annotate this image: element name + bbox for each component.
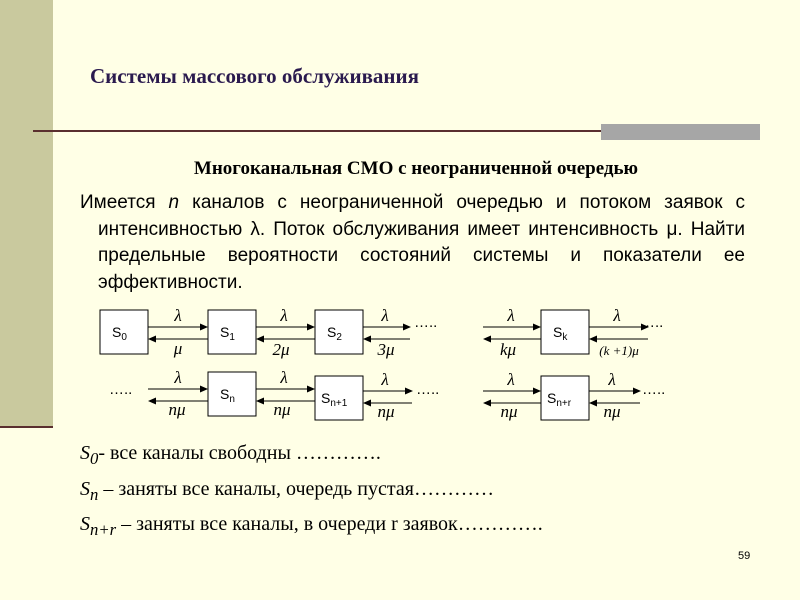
rate-s2-in: 3μ bbox=[376, 340, 394, 359]
state-sn1-label: Sn+1 bbox=[321, 390, 348, 409]
rate-sn1-out: λ bbox=[380, 370, 388, 389]
rate-s1-s2: λ bbox=[279, 306, 287, 325]
rate-sk-out: λ bbox=[612, 306, 620, 325]
note-subscript: 0 bbox=[90, 449, 99, 468]
state-s1-box bbox=[207, 309, 257, 355]
para-text-2: каналов с неограниченной очередью и пото… bbox=[98, 192, 746, 240]
ellipsis-after-sn1: ….. bbox=[416, 381, 439, 398]
rate-s1-s0: μ bbox=[173, 339, 183, 358]
ellipsis-before-sn: ….. bbox=[109, 381, 132, 398]
state-sn-box bbox=[207, 371, 257, 417]
rate-in-sk: λ bbox=[506, 306, 514, 325]
state-sn1-box bbox=[314, 375, 364, 421]
page-number: 59 bbox=[738, 550, 751, 562]
ellipsis-after-s2: ….. bbox=[414, 314, 437, 331]
problem-statement: Имеется n каналов с неограниченной очере… bbox=[80, 190, 746, 296]
state-sk-box bbox=[540, 309, 590, 355]
sidebar-divider bbox=[0, 426, 53, 428]
rate-sn-sn1: λ bbox=[279, 368, 287, 387]
rate-in-snr: λ bbox=[506, 370, 514, 389]
rate-s2-s1: 2μ bbox=[272, 340, 289, 359]
state-s1-label: S1 bbox=[220, 324, 235, 343]
title-rule bbox=[33, 130, 760, 132]
note-text: - все каналы свободны …………. bbox=[98, 442, 381, 464]
ellipsis-after-snr: ….. bbox=[642, 381, 665, 398]
rate-sk-back: kμ bbox=[500, 340, 516, 359]
state-s0-box bbox=[99, 309, 149, 355]
rate-sn1-sn: nμ bbox=[273, 400, 290, 419]
state-snr-label: Sn+r bbox=[547, 390, 572, 409]
note-symbol: S bbox=[80, 442, 90, 464]
state-note-s0: S0- все каналы свободны …………. bbox=[80, 442, 381, 469]
para-n: n bbox=[168, 192, 180, 213]
state-sk-label: Sk bbox=[553, 324, 568, 343]
para-text-1: Имеется bbox=[80, 192, 169, 213]
rate-sn-back: nμ bbox=[168, 400, 185, 419]
para-text-4: . Найти предельные вероятности состояний… bbox=[98, 218, 745, 293]
state-s2-box bbox=[314, 309, 364, 355]
rate-s2-out: λ bbox=[380, 306, 388, 325]
sidebar-decoration bbox=[0, 0, 53, 428]
rate-snr-back: nμ bbox=[500, 402, 517, 421]
rate-sn1-in: nμ bbox=[377, 402, 394, 421]
state-note-sn: Sn – заняты все каналы, очередь пустая……… bbox=[80, 478, 494, 505]
ellipsis-after-sk: ….. bbox=[640, 314, 663, 331]
slide-title: Системы массового обслуживания bbox=[90, 64, 419, 88]
note-subscript: n+r bbox=[90, 520, 117, 539]
rate-in-sn: λ bbox=[173, 368, 181, 387]
note-text: – заняты все каналы, в очереди r заявок…… bbox=[116, 513, 543, 535]
state-sn-label: Sn bbox=[220, 386, 235, 405]
para-mu: μ bbox=[666, 218, 678, 240]
note-text: – заняты все каналы, очередь пустая………… bbox=[98, 478, 494, 500]
title-rule-block bbox=[601, 124, 760, 140]
note-subscript: n bbox=[90, 485, 99, 504]
state-s0-label: S0 bbox=[112, 324, 127, 343]
rate-snr-in: nμ bbox=[603, 402, 620, 421]
rate-snr-out: λ bbox=[607, 370, 615, 389]
para-lambda: λ bbox=[250, 218, 260, 240]
note-symbol: S bbox=[80, 478, 90, 500]
para-text-3: . Поток обслуживания имеет интенсивность bbox=[259, 218, 667, 240]
note-symbol: S bbox=[80, 513, 90, 535]
state-snr-box bbox=[540, 375, 590, 421]
rate-sk-in: (k +1)μ bbox=[599, 343, 639, 358]
state-note-snr: Sn+r – заняты все каналы, в очереди r за… bbox=[80, 513, 543, 540]
slide-subtitle: Многоканальная СМО с неограниченной очер… bbox=[193, 158, 639, 179]
rate-s0-s1: λ bbox=[173, 306, 181, 325]
state-s2-label: S2 bbox=[327, 324, 342, 343]
